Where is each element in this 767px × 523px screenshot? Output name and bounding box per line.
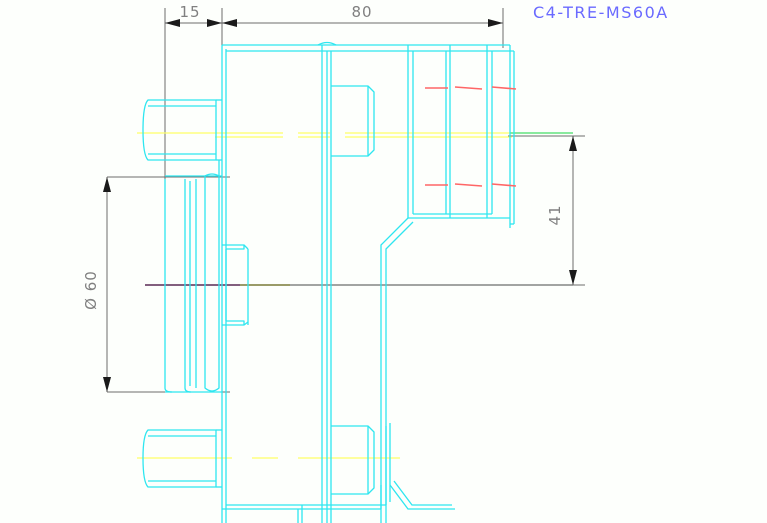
arrow-15-left xyxy=(165,19,180,27)
arrow-d60-top xyxy=(103,177,111,192)
thread-marks-red xyxy=(425,86,517,187)
dimension-line-diameter-60[interactable]: Ø 60 xyxy=(82,177,111,392)
notch-top-a xyxy=(222,244,245,250)
arrow-d60-bottom xyxy=(103,377,111,392)
notch-bottom-a xyxy=(222,320,245,326)
notch-bottom-diag xyxy=(243,321,249,326)
arrow-80-right xyxy=(488,19,503,27)
part-geometry-cyan[interactable] xyxy=(142,41,515,523)
lower-boss-block-outer xyxy=(331,425,375,495)
lower-right-chamfer-b xyxy=(393,480,452,506)
dim-label-80: 80 xyxy=(351,3,372,21)
upper-boss-block-outer xyxy=(331,85,375,157)
axis-centerlines xyxy=(137,132,573,459)
lower-shaft-outline xyxy=(142,429,217,488)
flange-mid-wall-a xyxy=(184,179,192,393)
dimension-line-41[interactable]: 41 xyxy=(546,136,577,285)
dimension-line-15[interactable]: 15 xyxy=(165,3,222,27)
arrow-15-right xyxy=(207,19,222,27)
upper-shaft-outline xyxy=(142,99,217,161)
dim-label-diameter-60: Ø 60 xyxy=(82,270,100,310)
flange-left-wall xyxy=(164,179,173,393)
dim-label-15: 15 xyxy=(179,3,200,21)
drawing-title-label: C4-TRE-MS60A xyxy=(533,3,669,22)
thread-mark-bl-2 xyxy=(454,183,483,187)
dim-label-41: 41 xyxy=(546,204,564,225)
arrow-80-left xyxy=(222,19,237,27)
body-top-arc-bump xyxy=(317,41,337,46)
notch-top-diag xyxy=(243,244,249,250)
dimension-extension-lines xyxy=(107,8,585,393)
thread-mark-tl-2 xyxy=(454,86,483,90)
upper-chamfer-outer xyxy=(380,217,409,523)
lower-right-chamfer-a xyxy=(389,484,455,510)
dimension-line-80[interactable]: 80 xyxy=(222,3,503,27)
thread-mark-tr-1 xyxy=(491,86,517,90)
arrow-41-bottom xyxy=(569,270,577,285)
arrow-41-top xyxy=(569,136,577,151)
flange-right-slot xyxy=(204,173,220,392)
thread-mark-br-1 xyxy=(491,183,517,187)
